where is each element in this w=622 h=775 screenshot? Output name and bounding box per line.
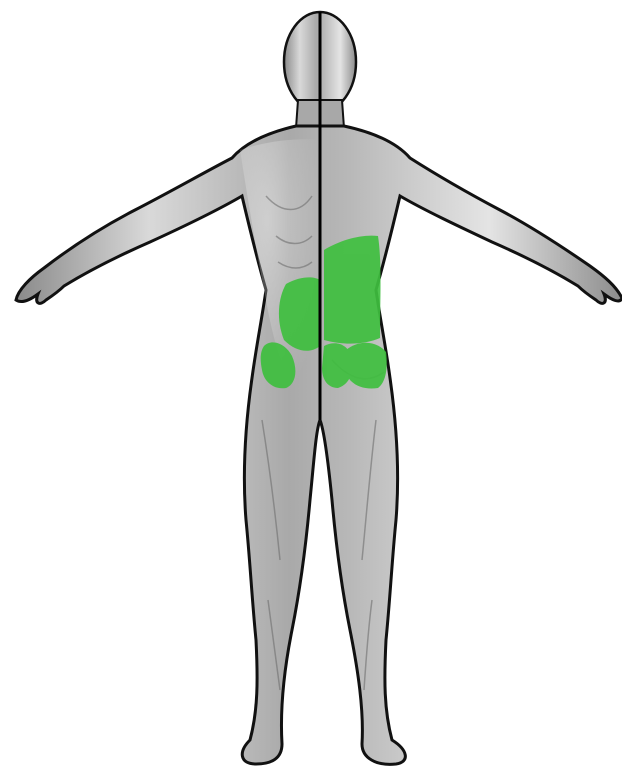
region-back-right-buttock [346,343,387,389]
region-back-lower-back [324,236,381,344]
region-front-lower-abdomen [279,277,320,350]
